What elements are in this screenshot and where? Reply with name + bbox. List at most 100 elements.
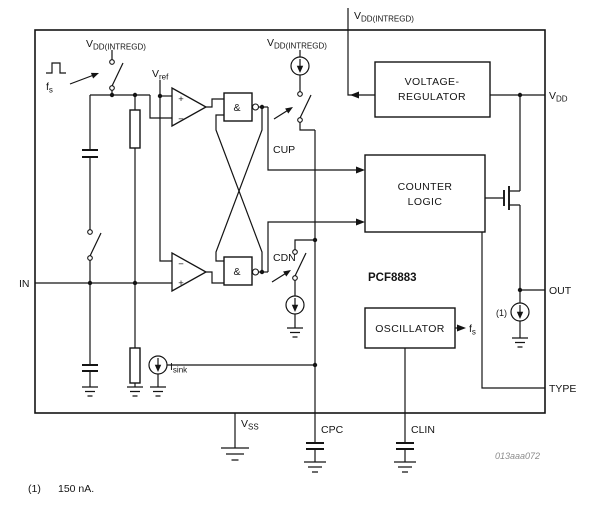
pin-label-type: TYPE bbox=[549, 383, 576, 395]
junction-dot bbox=[132, 92, 138, 98]
capacitor-icon bbox=[82, 283, 98, 397]
junction-dot bbox=[259, 104, 265, 110]
counter-logic-label-line2: LOGIC bbox=[408, 196, 443, 208]
cup-label: CUP bbox=[273, 144, 295, 156]
capacitor-plates bbox=[396, 442, 414, 450]
switch-lever bbox=[299, 94, 312, 119]
voltage-regulator-block: VOLTAGE- REGULATOR VDD bbox=[374, 61, 568, 118]
minus-input-label: − bbox=[178, 114, 184, 125]
nand-gate-1: & bbox=[223, 92, 268, 122]
voltage-regulator-label-line2: REGULATOR bbox=[398, 91, 466, 103]
cup-wire: CUP bbox=[267, 107, 365, 174]
chip-boundary bbox=[34, 29, 546, 414]
plus-input-label: + bbox=[178, 94, 184, 105]
resistor-body bbox=[129, 109, 141, 149]
pin-label-cpc: CPC bbox=[321, 424, 344, 436]
capacitor-plates bbox=[306, 442, 324, 450]
and-symbol-label: & bbox=[233, 266, 240, 278]
pin-label-in: IN bbox=[19, 278, 30, 290]
down-arrowhead-icon bbox=[516, 311, 524, 319]
wire bbox=[267, 107, 356, 171]
vref-wire bbox=[159, 80, 172, 262]
figure-reference-label: 013aaa072 bbox=[495, 451, 540, 461]
junction-dot bbox=[109, 92, 115, 98]
footnote-text-label: 150 nA. bbox=[58, 483, 94, 495]
ground-icon bbox=[150, 386, 166, 397]
and-symbol-label: & bbox=[233, 102, 240, 114]
cross-wire bbox=[215, 107, 263, 262]
switch-contact bbox=[297, 117, 303, 123]
isink-current-source: Isink bbox=[148, 355, 315, 397]
and-gate-box bbox=[223, 256, 253, 286]
comparator-triangle-icon bbox=[171, 86, 208, 128]
pin-label-out: OUT bbox=[549, 285, 572, 297]
junction-dot bbox=[312, 237, 318, 243]
cpc-pin: CPC bbox=[304, 130, 344, 473]
switch-contact bbox=[109, 85, 115, 91]
cross-wire bbox=[215, 114, 263, 272]
cdn-label: CDN bbox=[273, 252, 296, 264]
switch-lever bbox=[89, 232, 102, 257]
wire bbox=[149, 95, 172, 119]
vdd-intregd-mid-label: VDD(INTREGD) bbox=[267, 37, 327, 51]
pin-label-vss: VSS bbox=[241, 418, 259, 432]
wire bbox=[347, 8, 375, 96]
right-arrowhead-icon bbox=[356, 218, 365, 226]
plus-input-label: + bbox=[178, 278, 184, 289]
minus-input-label: − bbox=[178, 259, 184, 270]
voltage-regulator-label-line1: VOLTAGE- bbox=[405, 76, 460, 88]
junction-dot bbox=[312, 362, 318, 368]
wire bbox=[206, 98, 224, 108]
clin-pin: CLIN bbox=[394, 348, 435, 473]
oscillator-label: OSCILLATOR bbox=[375, 323, 445, 335]
switch-contact bbox=[87, 255, 93, 261]
ground-icon bbox=[394, 461, 416, 473]
wire bbox=[294, 239, 315, 250]
switch-lever bbox=[294, 252, 307, 277]
oscillator-box bbox=[364, 307, 456, 349]
footnote: (1) 150 nA. bbox=[28, 483, 94, 495]
vref-label: Vref bbox=[152, 68, 169, 82]
out-pin-wire bbox=[519, 205, 545, 291]
resistor-icon bbox=[127, 283, 143, 397]
down-arrowhead-icon bbox=[291, 304, 299, 312]
wire bbox=[273, 109, 288, 120]
counter-logic-box bbox=[364, 154, 486, 233]
discharge-current-branch bbox=[271, 239, 315, 338]
type-pin-wire bbox=[481, 232, 545, 389]
junction-dot bbox=[517, 287, 523, 293]
isink-label: Isink bbox=[170, 361, 188, 375]
ground-icon bbox=[127, 386, 143, 397]
ground-icon bbox=[287, 327, 303, 338]
junction-dot bbox=[157, 93, 163, 99]
vdd-intregd-left-label: VDD(INTREGD) bbox=[86, 38, 146, 52]
resistor-icon bbox=[129, 95, 141, 283]
comparator-triangle-icon bbox=[171, 251, 208, 293]
wire bbox=[69, 74, 93, 85]
output-transistor: OUT bbox=[485, 95, 572, 297]
chopper-input-network: VDD(INTREGD) fs bbox=[19, 38, 172, 397]
pin-label-vdd: VDD bbox=[549, 90, 568, 104]
control-arrowhead-icon bbox=[285, 107, 293, 114]
vdd-intregd-top-label: VDD(INTREGD) bbox=[354, 10, 414, 24]
chip-name-label: PCF8883 bbox=[368, 272, 417, 284]
capacitor-plates bbox=[82, 149, 98, 158]
voltage-regulator-box bbox=[374, 61, 491, 118]
switch-contact bbox=[87, 229, 93, 235]
switch-contact bbox=[292, 275, 298, 281]
junction-dots bbox=[87, 92, 523, 368]
junction-dot bbox=[132, 280, 138, 286]
switch-contact bbox=[292, 249, 298, 255]
comparator-1: + − bbox=[171, 86, 224, 128]
counter-logic-block: COUNTER LOGIC bbox=[364, 154, 486, 233]
counter-logic-label-line1: COUNTER bbox=[398, 181, 453, 193]
ground-icon bbox=[82, 386, 98, 397]
nand-gate-2: & bbox=[223, 256, 268, 286]
right-arrowhead-icon bbox=[356, 166, 365, 174]
right-arrowhead-icon bbox=[457, 324, 466, 332]
vref-network: Vref bbox=[152, 68, 172, 262]
top-vdd-intregd-feed: VDD(INTREGD) bbox=[347, 8, 414, 99]
charge-current-branch: VDD(INTREGD) bbox=[267, 37, 327, 131]
left-arrowhead-icon bbox=[350, 91, 359, 99]
